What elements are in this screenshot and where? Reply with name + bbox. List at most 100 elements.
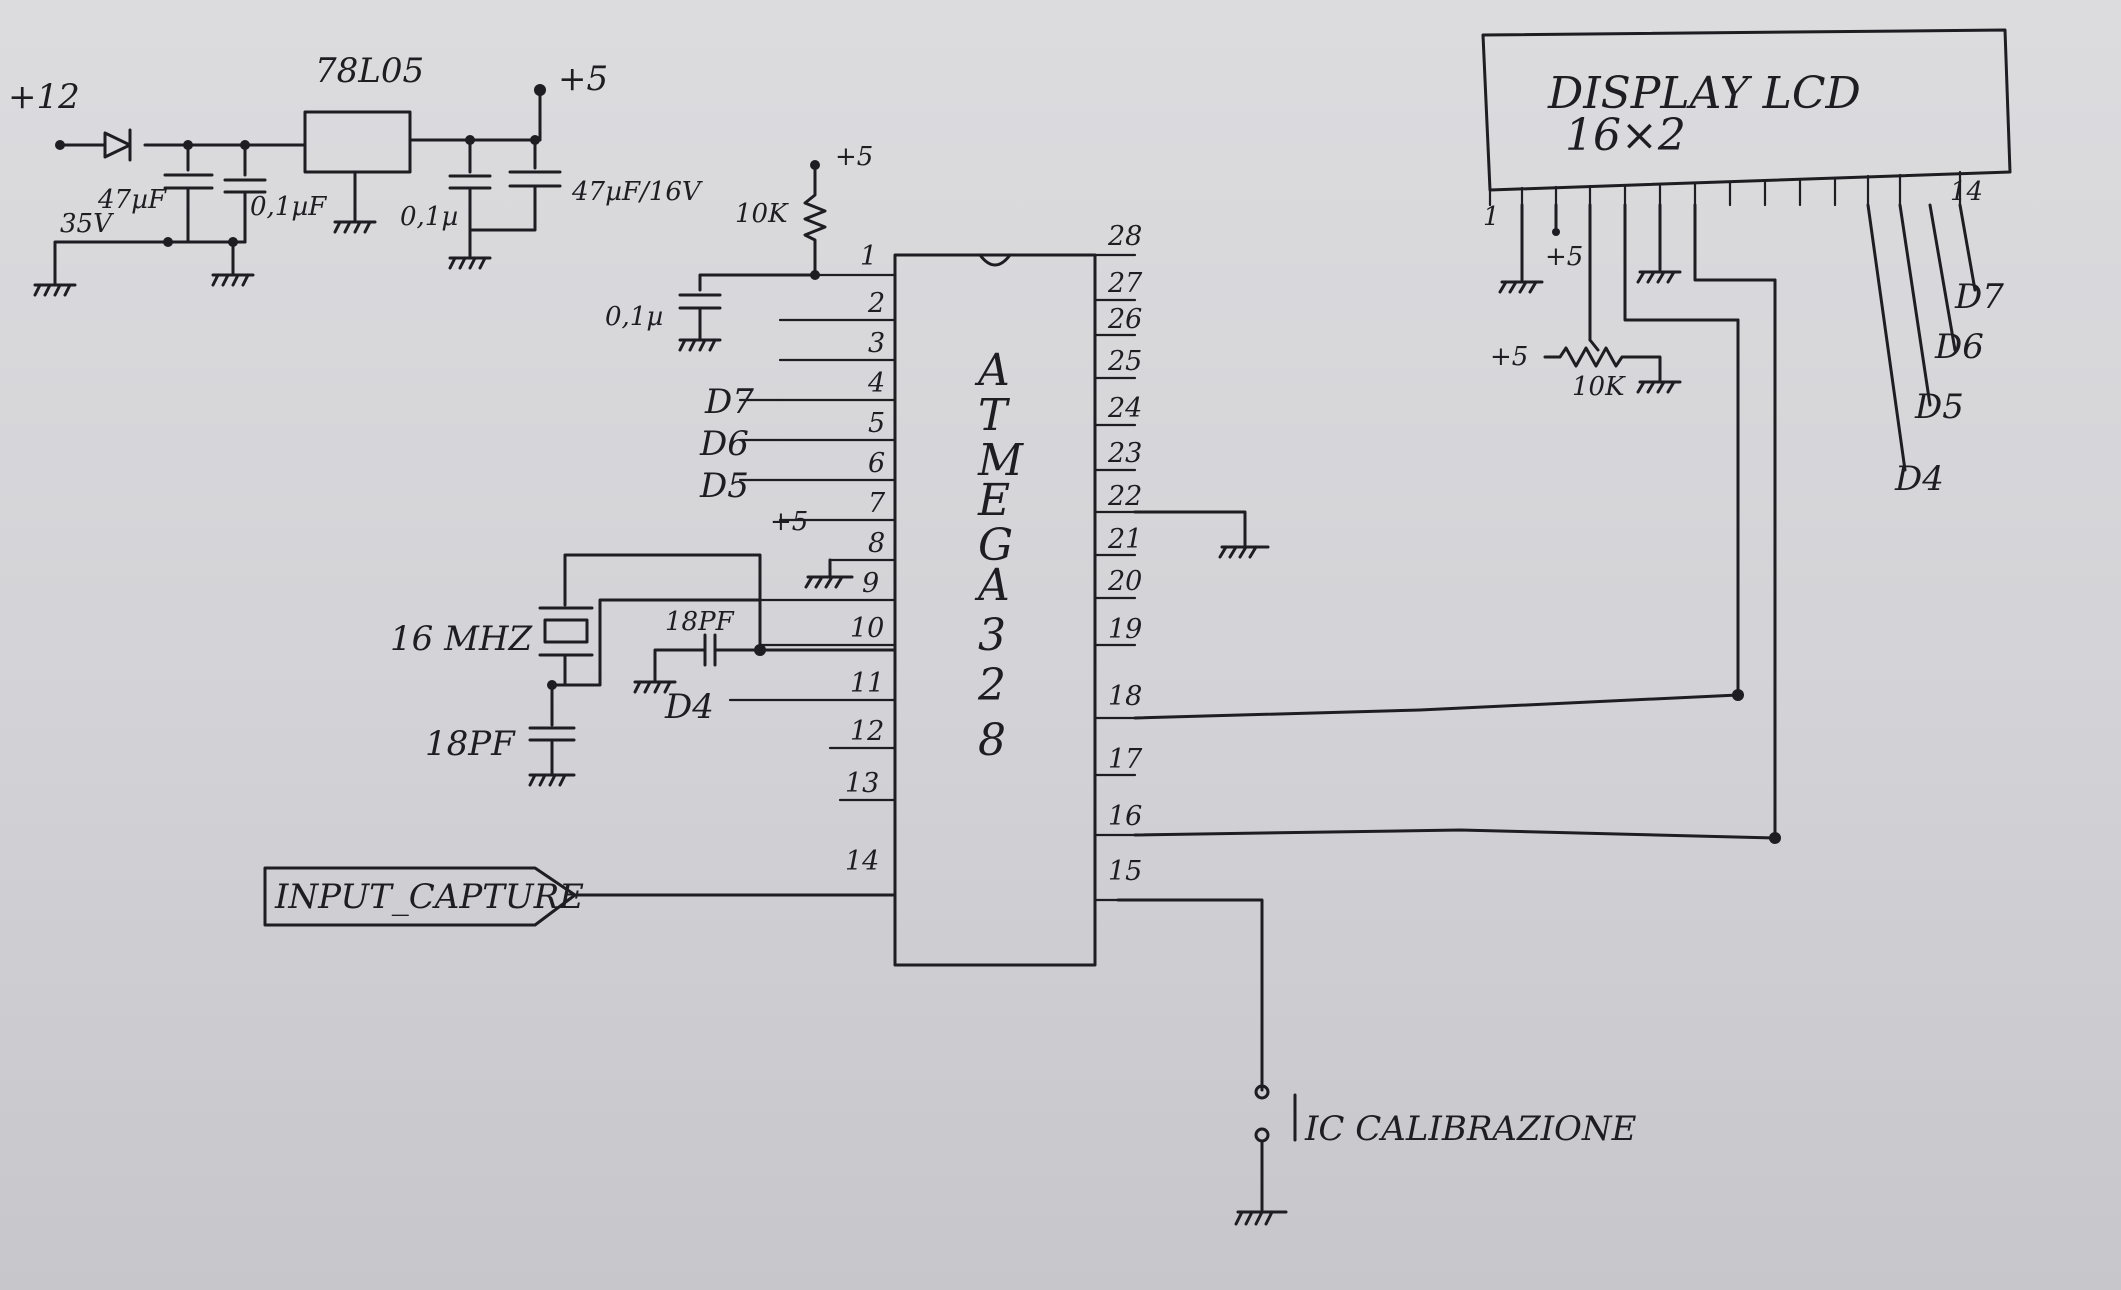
input-capture-port: INPUT_CAPTURE: [263, 866, 897, 927]
pin-number: 27: [1107, 268, 1143, 299]
cap-out-label: 47µF/16V: [571, 177, 703, 207]
regulator-label: 78L05: [315, 51, 424, 91]
mcu-letter: A: [974, 560, 1010, 611]
ground-symbol: [448, 228, 492, 270]
reset-resistor-label: 10K: [735, 199, 789, 229]
pin-number: 20: [1107, 566, 1142, 597]
cap-in-voltage-label: 35V: [60, 209, 114, 239]
pin-number: 13: [845, 768, 879, 799]
regulator-78l05: [303, 110, 412, 174]
lcd-control-leads: [1623, 203, 1777, 322]
mcu-letter: 8: [978, 715, 1006, 766]
pin-number: 21: [1107, 524, 1142, 555]
cap-top-label: 18PF: [665, 607, 735, 637]
mcu-letter: 2: [977, 660, 1006, 711]
lcd-d7-label: D7: [1954, 277, 2004, 317]
reset-resistor: [803, 163, 827, 277]
mcu-letter: G: [978, 520, 1013, 571]
d4-label: D4: [664, 687, 714, 727]
wire-pin18-lcd: [1133, 318, 1740, 720]
cap-output-47u: [468, 138, 562, 232]
pin-number: 26: [1107, 304, 1142, 335]
input-capture-label: INPUT_CAPTURE: [274, 877, 584, 917]
cap-in-label: 47µF: [97, 185, 167, 215]
pin-number: 24: [1107, 393, 1142, 424]
pin-number: 10: [850, 613, 884, 644]
d7-label: D7: [704, 382, 754, 422]
calibration-label: IC CALIBRAZIONE: [1304, 1109, 1637, 1149]
mcu-letter: E: [977, 475, 1010, 526]
pin-number: 12: [850, 716, 884, 747]
right-pin-numbers: 28 27 26 25 24 23 22 21 20 19 18 17 16 1…: [1107, 221, 1143, 887]
d6-label: D6: [699, 424, 749, 464]
contrast-wiper: [1588, 338, 1600, 352]
pin-number: 7: [868, 488, 886, 519]
pin-number: 23: [1107, 438, 1142, 469]
crystal-freq-label: 16 MHZ: [390, 619, 534, 659]
pin-number: 3: [868, 328, 885, 359]
lcd-d5-label: D5: [1914, 387, 1964, 427]
pin8-ground: [804, 558, 854, 589]
crystal-lead-side: [550, 598, 762, 687]
contrast-pot-label: 10K: [1572, 372, 1626, 402]
pin22-ground: [1133, 510, 1270, 559]
pin-number: 5: [868, 408, 885, 439]
pin-number: 11: [850, 668, 884, 699]
lcd-pin-first: 1: [1483, 202, 1500, 232]
pin-number: 1: [860, 241, 877, 272]
pin-number: 15: [1108, 856, 1142, 887]
mcu-name: A T M E G A 3 2 8: [974, 345, 1024, 766]
lcd-size: 16×2: [1565, 110, 1686, 161]
pin-number: 6: [868, 448, 885, 479]
wire-pin16-lcd: [1133, 278, 1777, 840]
pin-number: 17: [1108, 744, 1143, 775]
crystal-circuit: 16 MHZ 18PF 18PF: [390, 553, 897, 787]
contrast-vcc-label: +5: [1490, 342, 1528, 372]
cap-crystal-bottom: [528, 683, 576, 787]
crystal-lead-top: [563, 553, 762, 607]
lcd-d6-label: D6: [1934, 327, 1984, 367]
mcu-letter: M: [977, 435, 1024, 486]
lcd-data-leads: [1866, 203, 1977, 472]
reset-cap: [678, 273, 817, 342]
input-ground-rail: [53, 240, 247, 287]
cap-bottom-label: 18PF: [425, 724, 516, 764]
pin-number: 18: [1108, 681, 1142, 712]
ground-symbol: [33, 283, 77, 297]
pin-number: 8: [868, 528, 885, 559]
reset-vcc-label: +5: [835, 142, 873, 172]
pin-number: 16: [1108, 801, 1142, 832]
lcd-rw-ground: [1636, 203, 1682, 284]
cap-output-100n: [448, 138, 492, 232]
crystal: [543, 618, 589, 644]
lcd-vcc-label: +5: [1545, 242, 1583, 272]
pin-number: 28: [1107, 221, 1142, 252]
ground-symbol: [211, 273, 255, 287]
pin-number: 2: [867, 288, 885, 319]
lcd-d4-label: D4: [1894, 459, 1944, 499]
pin-number: 9: [862, 568, 879, 599]
cap-input-47u: [163, 143, 214, 244]
ground-symbol: [1636, 380, 1682, 394]
reset-circuit: +5 10K 0,1µ: [605, 142, 873, 352]
lcd-gnd: [1498, 203, 1544, 294]
lcd-body: [1481, 28, 2012, 192]
mcu-notch: [978, 253, 1012, 267]
calibration-wire: [1116, 898, 1264, 1092]
cap-crystal-top: [633, 633, 762, 694]
calibration-ground: [1234, 1139, 1288, 1226]
input-diode: [103, 128, 132, 162]
pin7-vcc-label: +5: [770, 507, 808, 537]
crystal-plates: [538, 606, 594, 687]
pin-number: 14: [845, 846, 879, 877]
lcd-title: DISPLAY LCD: [1547, 68, 1861, 119]
right-pin-stubs: [1093, 253, 1137, 902]
contrast-pot: [1543, 346, 1662, 382]
pin-number: 19: [1108, 614, 1142, 645]
pin-number: 4: [867, 368, 885, 399]
cap-in-small-label: 0,1µF: [250, 192, 327, 222]
v12-label: +12: [8, 77, 80, 117]
mcu-letter: 3: [978, 610, 1006, 661]
left-pin-numbers: 1 2 3 4 5 6 7 8 9 10 11 12 13 14: [845, 241, 886, 877]
